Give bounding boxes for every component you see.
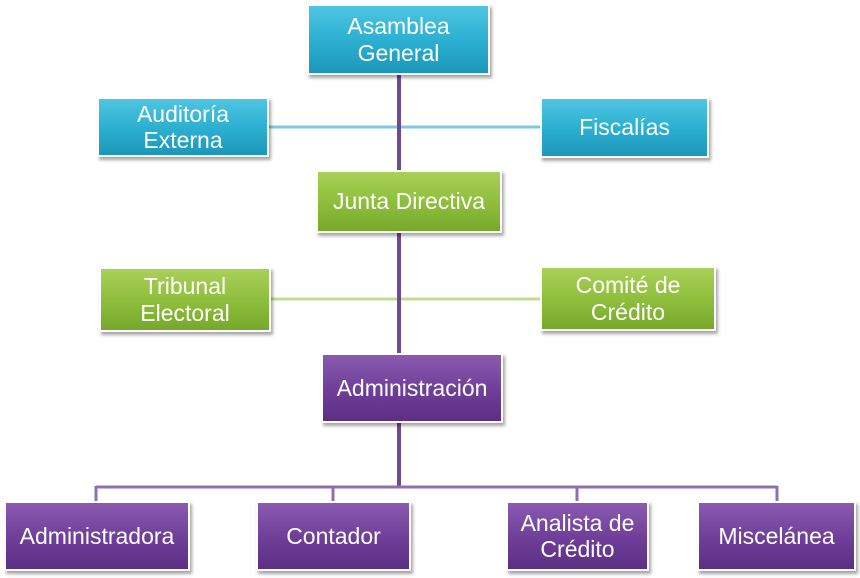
- node-administracion: Administración: [321, 353, 503, 423]
- node-auditoria-externa: Auditoría Externa: [97, 97, 269, 157]
- node-administradora: Administradora: [4, 501, 190, 571]
- node-contador: Contador: [256, 501, 411, 571]
- node-fiscalias: Fiscalías: [540, 97, 709, 158]
- node-asamblea-general: Asamblea General: [307, 4, 490, 75]
- node-miscelanea: Miscelánea: [697, 501, 856, 571]
- node-analista-credito: Analista de Crédito: [506, 501, 649, 571]
- node-tribunal-electoral: Tribunal Electoral: [99, 267, 271, 332]
- node-junta-directiva: Junta Directiva: [316, 170, 502, 233]
- node-comite-credito: Comité de Crédito: [540, 266, 716, 331]
